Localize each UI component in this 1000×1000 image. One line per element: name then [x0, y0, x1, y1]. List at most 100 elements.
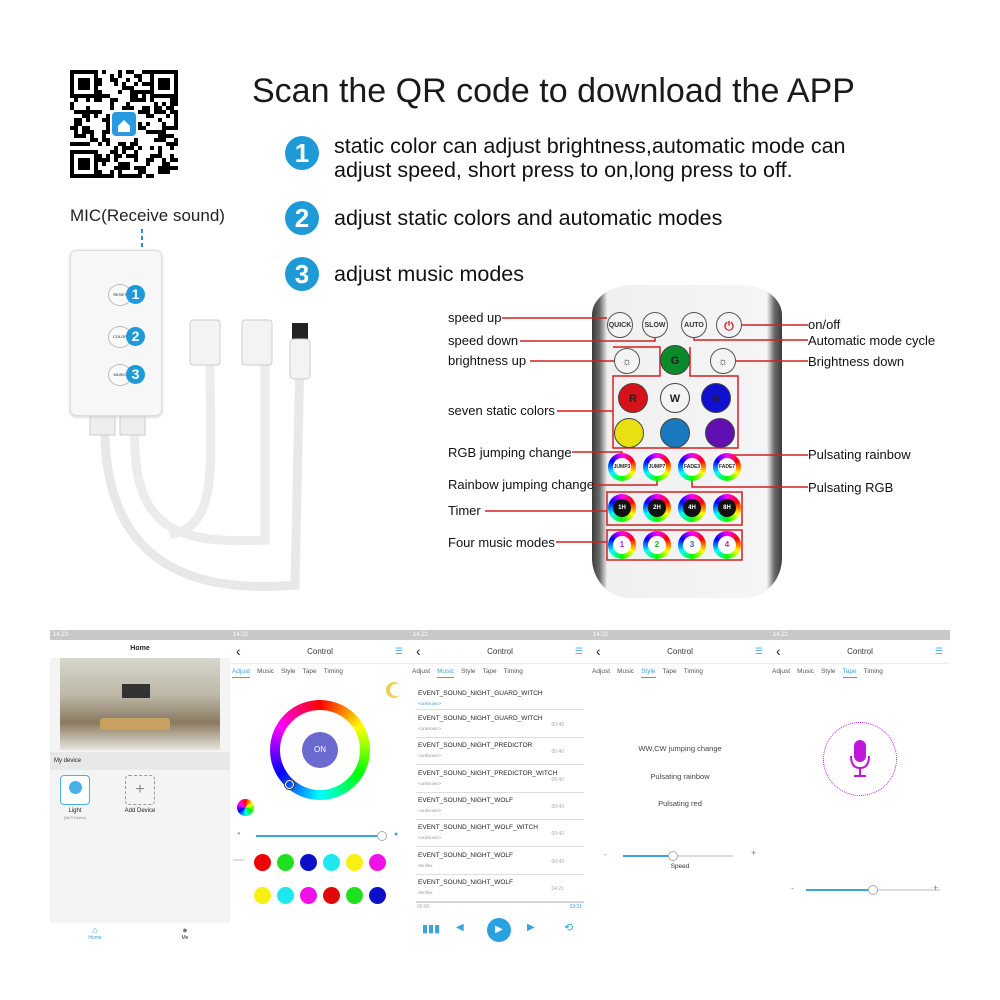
- tab-tape[interactable]: Tape: [302, 668, 317, 675]
- back-icon[interactable]: ‹: [776, 643, 781, 659]
- quick-button[interactable]: QUICK: [607, 312, 633, 338]
- custom-color-6[interactable]: [369, 887, 386, 904]
- back-icon[interactable]: ‹: [236, 643, 241, 659]
- tab-style[interactable]: Style: [281, 668, 296, 675]
- custom-color-3[interactable]: [300, 887, 317, 904]
- preset-color-3[interactable]: [300, 854, 317, 871]
- timer-2h-button[interactable]: 2H: [643, 494, 671, 522]
- back-icon[interactable]: ‹: [416, 643, 421, 659]
- color-palette-icon[interactable]: [237, 799, 254, 816]
- track-row[interactable]: EVENT_SOUND_NIGHT_WOLF_WITCH<unknown>00:…: [416, 820, 584, 848]
- style-mode-3[interactable]: Pulsating red: [658, 799, 702, 808]
- blue-button[interactable]: B: [701, 383, 731, 413]
- slow-button[interactable]: SLOW: [642, 312, 668, 338]
- tab-style[interactable]: Style: [821, 668, 836, 675]
- tab-timing[interactable]: Timing: [323, 668, 343, 675]
- fade7-button[interactable]: FADE7: [713, 453, 741, 481]
- style-mode-2[interactable]: Pulsating rainbow: [650, 772, 710, 781]
- purple-button[interactable]: [705, 418, 735, 448]
- brightness-slider[interactable]: [256, 831, 388, 841]
- tab-tape[interactable]: Tape: [842, 668, 857, 678]
- tab-style[interactable]: Style: [461, 668, 476, 675]
- equalizer-icon[interactable]: ▮▮▮: [422, 923, 441, 935]
- speed-minus[interactable]: -: [604, 850, 607, 859]
- timer-1h-button[interactable]: 1H: [608, 494, 636, 522]
- white-button[interactable]: W: [660, 383, 690, 413]
- custom-color-5[interactable]: [346, 887, 363, 904]
- play-button[interactable]: ▶: [487, 918, 511, 942]
- slider-knob[interactable]: [868, 885, 878, 895]
- tab-adjust[interactable]: Adjust: [772, 668, 791, 675]
- sensitivity-slider[interactable]: [806, 885, 940, 895]
- microphone-icon[interactable]: [848, 738, 872, 780]
- music-mode-1-button[interactable]: 1: [608, 531, 636, 559]
- nav-home[interactable]: ⌂Home: [85, 925, 105, 941]
- auto-button[interactable]: AUTO: [681, 312, 707, 338]
- tab-adjust[interactable]: Adjust: [592, 668, 611, 675]
- music-mode-4-button[interactable]: 4: [713, 531, 741, 559]
- slider-knob[interactable]: [667, 851, 678, 861]
- on-button[interactable]: ON: [302, 732, 338, 768]
- music-mode-2-button[interactable]: 2: [643, 531, 671, 559]
- sensitivity-plus[interactable]: +: [933, 883, 939, 893]
- style-mode-1[interactable]: WW,CW jumping change: [638, 744, 722, 753]
- yellow-button[interactable]: [614, 418, 644, 448]
- tab-music[interactable]: Music: [797, 668, 815, 675]
- jump3-button[interactable]: JUMP3: [608, 453, 636, 481]
- tab-adjust[interactable]: Adjust: [232, 668, 251, 678]
- sensitivity-minus[interactable]: -: [791, 884, 794, 893]
- wheel-picker[interactable]: [285, 780, 294, 789]
- music-mode-3-button[interactable]: 3: [678, 531, 706, 559]
- timer-8h-button[interactable]: 8H: [713, 494, 741, 522]
- fade3-button[interactable]: FADE3: [678, 453, 706, 481]
- custom-color-1[interactable]: [254, 887, 271, 904]
- menu-icon[interactable]: ☰: [574, 646, 583, 656]
- tab-style[interactable]: Style: [641, 668, 656, 678]
- previous-icon[interactable]: ◀: [456, 922, 464, 933]
- custom-color-4[interactable]: [323, 887, 340, 904]
- preset-color-5[interactable]: [346, 854, 363, 871]
- speed-slider[interactable]: [623, 851, 733, 861]
- cyan-button[interactable]: [660, 418, 690, 448]
- tab-music[interactable]: Music: [257, 668, 275, 675]
- add-device-button[interactable]: +: [125, 775, 155, 805]
- brightness-down-button[interactable]: ☼: [710, 348, 736, 374]
- preset-color-4[interactable]: [323, 854, 340, 871]
- speed-plus[interactable]: +: [751, 848, 757, 858]
- tab-tape[interactable]: Tape: [662, 668, 677, 675]
- moon-icon[interactable]: [386, 682, 402, 698]
- red-button[interactable]: R: [618, 383, 648, 413]
- tab-timing[interactable]: Timing: [503, 668, 523, 675]
- tab-timing[interactable]: Timing: [863, 668, 883, 675]
- track-row[interactable]: EVENT_SOUND_NIGHT_PREDICTOR<unknown>00:4…: [416, 738, 584, 766]
- timer-4h-button[interactable]: 4H: [678, 494, 706, 522]
- track-row[interactable]: EVENT_SOUND_NIGHT_GUARD_WITCH<unknown>00…: [416, 711, 584, 738]
- preset-color-1[interactable]: [254, 854, 271, 871]
- device-tile-light[interactable]: [60, 775, 90, 805]
- preset-color-6[interactable]: [369, 854, 386, 871]
- back-icon[interactable]: ‹: [596, 643, 601, 659]
- menu-icon[interactable]: ☰: [754, 646, 763, 656]
- tab-music[interactable]: Music: [617, 668, 635, 675]
- track-row[interactable]: EVENT_SOUND_NIGHT_WOLF<unknown>00:40: [416, 793, 584, 820]
- track-row[interactable]: EVENT_SOUND_NIGHT_PREDICTOR_WITCH<unknow…: [416, 766, 584, 793]
- repeat-icon[interactable]: ⟲: [564, 922, 574, 934]
- tab-timing[interactable]: Timing: [683, 668, 703, 675]
- tab-tape[interactable]: Tape: [482, 668, 497, 675]
- custom-color-2[interactable]: [277, 887, 294, 904]
- menu-icon[interactable]: ☰: [394, 646, 403, 656]
- preset-color-2[interactable]: [277, 854, 294, 871]
- next-icon[interactable]: ▶: [527, 922, 535, 933]
- tab-adjust[interactable]: Adjust: [412, 668, 431, 675]
- power-button[interactable]: ⏻: [716, 312, 742, 338]
- slider-knob[interactable]: [377, 831, 388, 841]
- brightness-up-button[interactable]: ☼: [614, 348, 640, 374]
- tab-music[interactable]: Music: [437, 668, 455, 678]
- menu-icon[interactable]: ☰: [934, 646, 943, 656]
- green-button[interactable]: G: [660, 345, 690, 375]
- progress-bar[interactable]: [416, 902, 584, 903]
- nav-me[interactable]: ●Me: [175, 925, 195, 941]
- jump7-button[interactable]: JUMP7: [643, 453, 671, 481]
